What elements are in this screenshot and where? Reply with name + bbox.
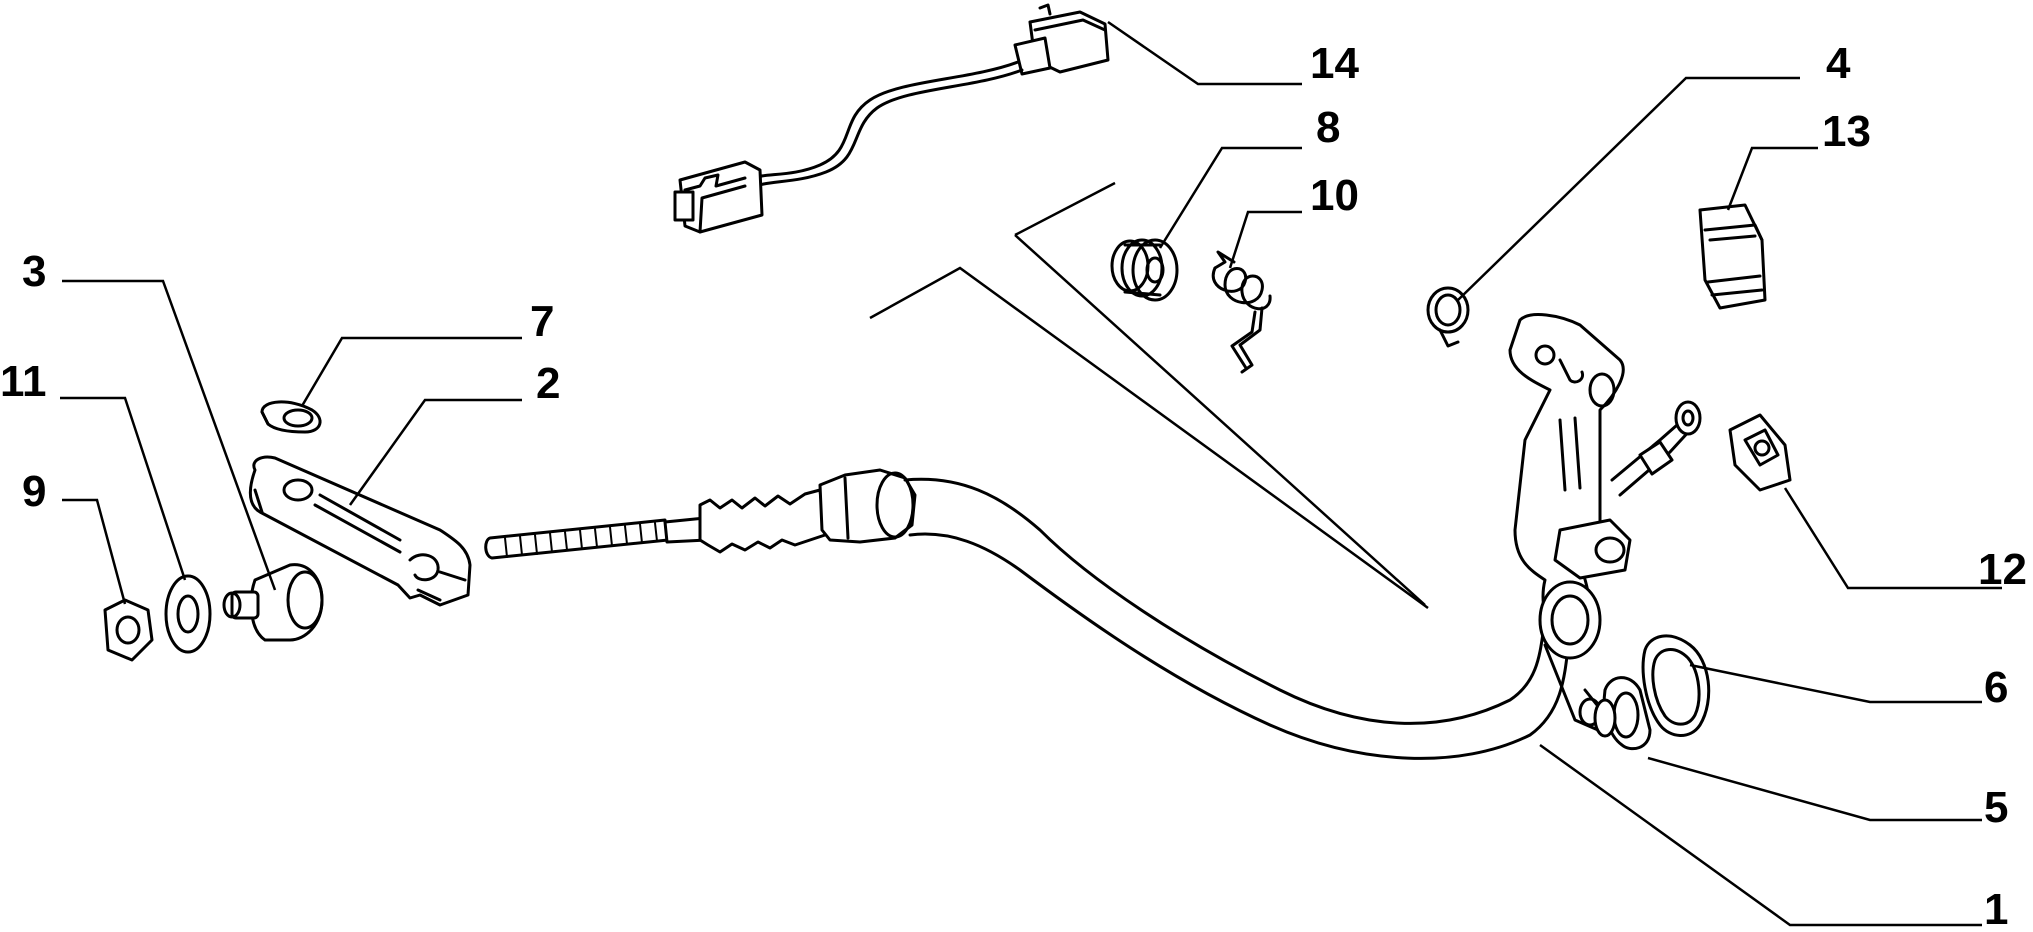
- leader-5: [1647, 756, 1982, 822]
- leader-4: [1457, 76, 1800, 301]
- rubber-boot-drawing: [1110, 238, 1179, 302]
- gasket-drawing: [1641, 634, 1711, 737]
- leader-14: [1107, 20, 1302, 86]
- leader-10: [1228, 210, 1302, 269]
- leader-2: [348, 398, 522, 506]
- callout-9: 9: [22, 467, 46, 516]
- leader-3: [62, 279, 277, 591]
- release-lever-drawing: [248, 455, 472, 607]
- cable-bushing-drawing: [222, 563, 324, 642]
- retaining-clip-drawing: [260, 400, 322, 434]
- nut-drawing: [103, 598, 154, 662]
- callout-labels: 14 8 10 4 13 3 7 11 2 9 12 6 5 1: [0, 39, 2027, 932]
- callout-11: 11: [0, 357, 47, 406]
- leader-9: [62, 498, 127, 605]
- callout-8: 8: [1316, 103, 1340, 152]
- callout-14: 14: [1310, 39, 1359, 88]
- seal-plate-drawing: [1593, 676, 1652, 751]
- callout-10: 10: [1310, 171, 1359, 220]
- callout-3: 3: [22, 247, 46, 296]
- leader-11: [60, 396, 187, 581]
- return-spring-drawing: [1211, 250, 1272, 374]
- leader-lines: [60, 20, 2002, 927]
- callout-2: 2: [536, 359, 560, 408]
- callout-5: 5: [1984, 783, 2008, 832]
- callout-12: 12: [1978, 545, 2027, 594]
- projection-lines: [869, 181, 1429, 610]
- callout-6: 6: [1984, 663, 2008, 712]
- leader-12: [1783, 487, 2002, 590]
- clutch-cable-drawing: [484, 313, 1702, 760]
- leader-7: [300, 336, 522, 407]
- callout-1: 1: [1984, 885, 2008, 932]
- spring-clip-drawing: [1698, 203, 1767, 310]
- leader-6: [1689, 663, 1982, 704]
- callout-13: 13: [1822, 107, 1871, 156]
- bracket-clip-drawing: [1728, 413, 1792, 492]
- washer-drawing: [164, 574, 212, 654]
- leader-13: [1726, 146, 1818, 211]
- micro-switch-drawing: [673, 3, 1110, 234]
- callout-7: 7: [530, 297, 554, 346]
- callout-4: 4: [1826, 39, 1851, 88]
- leader-1: [1539, 743, 1982, 927]
- leader-8: [1158, 146, 1302, 249]
